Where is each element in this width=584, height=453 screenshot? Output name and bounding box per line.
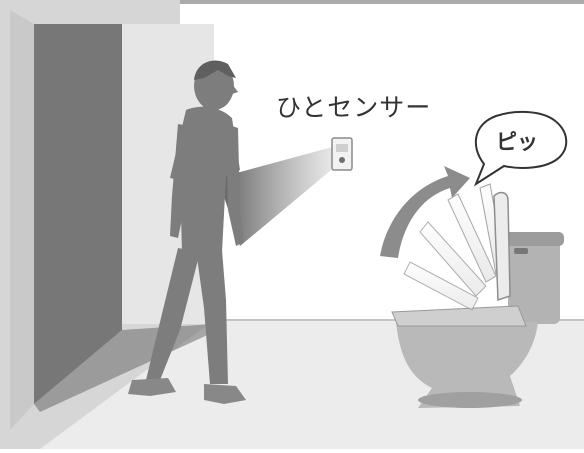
human-sensor-icon <box>332 138 352 170</box>
sound-bubble-text: ピッ <box>476 126 558 156</box>
sensor-label: ひとセンサー <box>276 88 431 124</box>
